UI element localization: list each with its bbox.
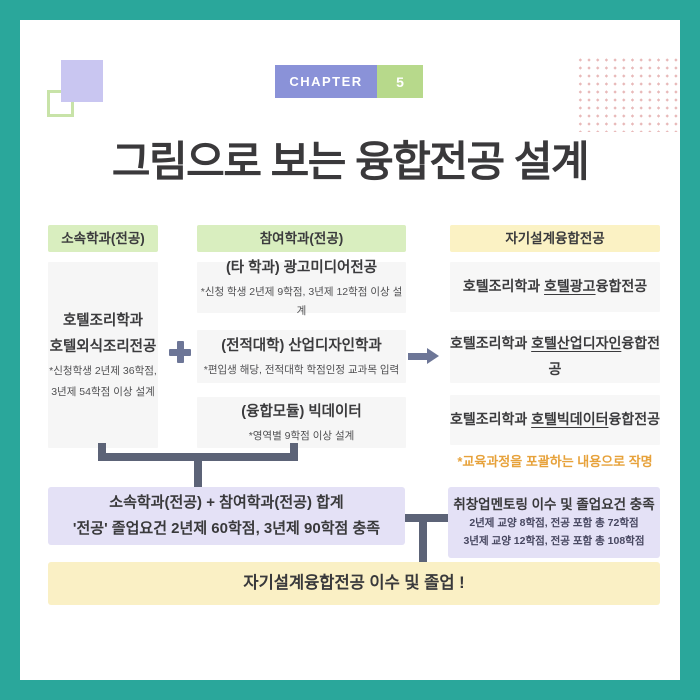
decor-purple-square-icon [61,60,103,102]
graduation-req-line3: 3년제 교양 12학점, 전공 포함 총 108학점 [463,535,645,548]
selfdesigned-box-3-prefix: 호텔조리학과 [450,411,532,428]
selfdesigned-box-2: 호텔조리학과 호텔산업디자인융합전공 [450,330,660,383]
selfdesigned-box-1-underlined: 호텔광고 [544,278,596,295]
home-dept-note2: 3년제 54학점 이상 설계 [51,386,155,399]
selfdesigned-box-2-title: 호텔조리학과 호텔산업디자인융합전공 [450,331,660,381]
participating-box-1: (타 학과) 광고미디어전공 *신청 학생 2년제 9학점, 3년제 12학점 … [197,260,406,317]
participating-box-3: (융합모듈) 빅데이터 *영역별 9학점 이상 설계 [197,397,406,448]
participating-box-2-note: *편입생 해당, 전적대학 학점인정 교과목 입력 [203,364,400,377]
participating-box-2-title: (전적대학) 산업디자인학과 [221,338,382,354]
bracket-tick-left-line [98,443,106,461]
participating-box-2: (전적대학) 산업디자인학과 *편입생 해당, 전적대학 학점인정 교과목 입력 [197,330,406,383]
plus-icon [169,341,191,363]
column-header-home: 소속학과(전공) [48,225,158,252]
selfdesigned-box-2-suffix: 융합전공 [548,335,660,377]
column-header-participating: 참여학과(전공) [197,225,406,252]
graduation-requirement-box: 취창업멘토링 이수 및 졸업요건 충족 2년제 교양 8학점, 전공 포함 총 … [448,487,660,558]
chapter-badge-label: CHAPTER [275,65,377,98]
selfdesigned-box-3-underlined: 호텔빅데이터 [531,411,609,428]
major-total-line1: 소속학과(전공) + 참여학과(전공) 합계 [109,493,344,511]
graduation-req-line2: 2년제 교양 8학점, 전공 포함 총 72학점 [469,517,639,530]
content-card: CHAPTER 5 그림으로 보는 융합전공 설계 소속학과(전공) 참여학과(… [20,20,680,680]
selfdesigned-box-1-title: 호텔조리학과 호텔광고융합전공 [463,274,647,299]
participating-box-1-note: *신청 학생 2년제 9학점, 3년제 12학점 이상 설계 [200,285,403,317]
chapter-badge-number: 5 [377,65,423,98]
right-arrow-shaft [408,352,428,360]
selfdesigned-box-1-prefix: 호텔조리학과 [462,278,545,295]
graduation-req-line1: 취창업멘토링 이수 및 졸업요건 충족 [453,496,655,512]
selfdesigned-box-1-suffix: 융합전공 [595,278,648,295]
selfdesigned-box-2-prefix: 호텔조리학과 [450,335,532,352]
page-title: 그림으로 보는 융합전공 설계 [111,138,590,185]
decor-dot-grid-icon [576,56,680,132]
selfdesigned-box-1: 호텔조리학과 호텔광고융합전공 [450,262,660,312]
home-dept-note1: *신청학생 2년제 36학점, [49,365,157,378]
home-dept-line2: 호텔외식조리전공 [49,339,157,356]
column-header-selfdesigned: 자기설계융합전공 [450,225,660,252]
selfdesigned-box-2-underlined: 호텔산업디자인 [531,335,622,352]
chapter-badge: CHAPTER 5 [275,65,423,98]
home-department-box: 호텔조리학과 호텔외식조리전공 *신청학생 2년제 36학점, 3년제 54학점… [48,262,158,448]
major-total-line2: '전공' 졸업요건 2년제 60학점, 3년제 90학점 충족 [72,520,381,537]
participating-box-1-title: (타 학과) 광고미디어전공 [225,259,378,276]
participating-box-3-note: *영역별 9학점 이상 설계 [248,430,355,443]
right-arrow-head [427,348,439,364]
bracket-bar-line [98,453,298,461]
selfdesigned-box-3-suffix: 융합전공 [608,411,660,428]
t-connector-bar-line [405,514,448,522]
bracket-tick-right-line [290,443,298,461]
t-connector-stem-line [419,522,427,563]
major-total-box: 소속학과(전공) + 참여학과(전공) 합계 '전공' 졸업요건 2년제 60학… [48,487,405,545]
final-conclusion-banner: 자기설계융합전공 이수 및 졸업 ! [48,562,660,605]
bracket-stem-line [194,460,202,487]
naming-note: *교육과정을 포괄하는 내용으로 작명 [457,454,653,469]
participating-box-3-title: (융합모듈) 빅데이터 [241,404,362,420]
selfdesigned-box-3: 호텔조리학과 호텔빅데이터융합전공 [450,395,660,445]
home-dept-line1: 호텔조리학과 [62,313,144,330]
selfdesigned-box-3-title: 호텔조리학과 호텔빅데이터융합전공 [450,407,660,432]
right-arrow-icon [408,348,439,364]
